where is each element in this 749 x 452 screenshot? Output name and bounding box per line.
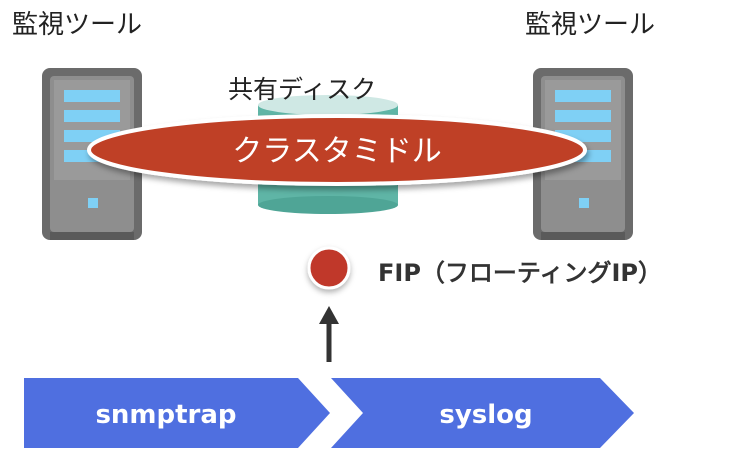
up-arrow-icon	[319, 306, 339, 362]
left-server-title: 監視ツール	[12, 10, 143, 40]
fip-label: FIP（フローティングIP）	[378, 259, 662, 287]
cluster-middleware	[87, 114, 587, 186]
server-slot	[64, 90, 120, 102]
right-server-title: 監視ツール	[525, 10, 656, 40]
fip-dot-icon	[307, 246, 351, 290]
server-led	[88, 198, 98, 208]
server-slot	[555, 90, 611, 102]
server-slot	[64, 110, 120, 122]
snmptrap-chevron	[24, 378, 330, 448]
server-led	[579, 198, 589, 208]
syslog-label: syslog	[439, 400, 532, 430]
snmptrap-label: snmptrap	[95, 400, 236, 430]
syslog-chevron	[331, 378, 634, 448]
cluster-label: クラスタミドル	[232, 134, 441, 169]
shared-disk-label: 共有ディスク	[228, 75, 377, 104]
server-slot	[555, 110, 611, 122]
